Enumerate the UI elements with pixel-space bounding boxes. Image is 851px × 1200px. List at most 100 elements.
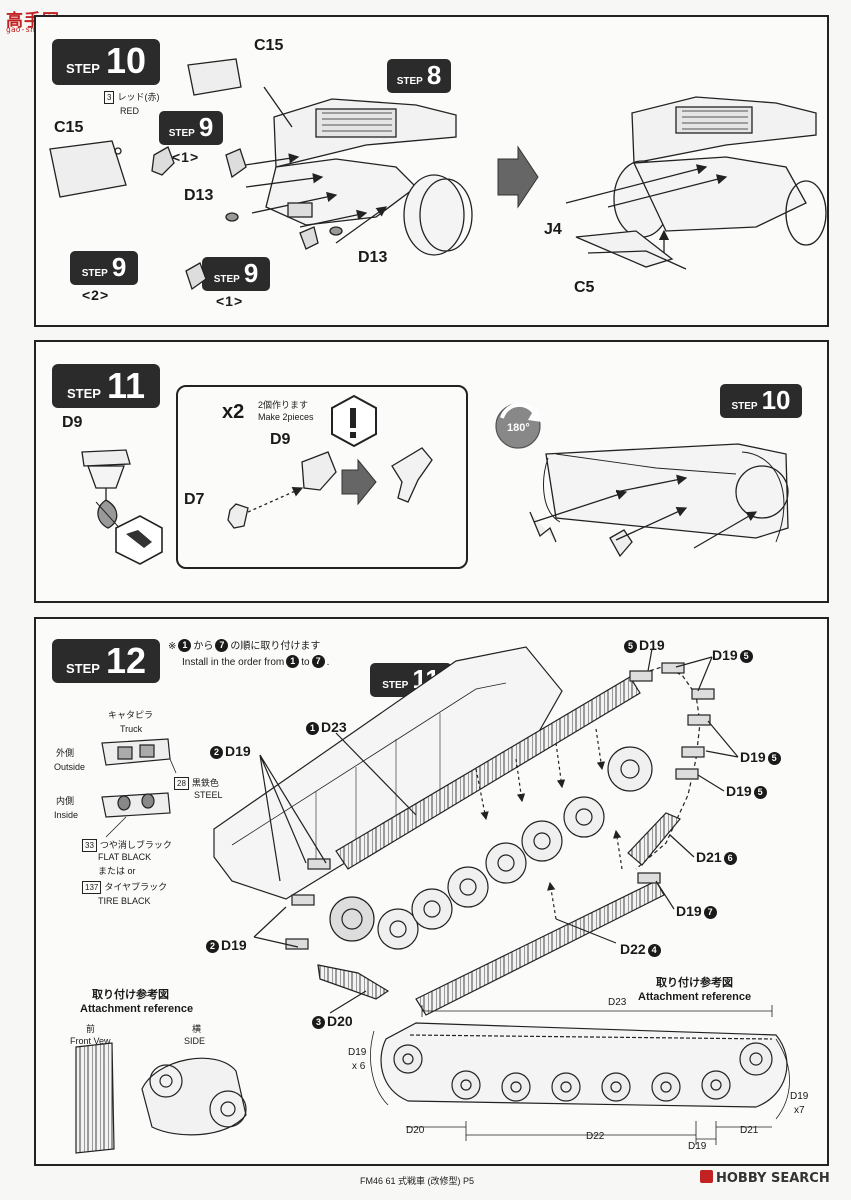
step-number: 12 [105,640,146,681]
page-footer: FM46 61 式戦車 (改修型) P5 [360,1176,475,1186]
part-code: D19 [639,637,665,653]
step-word: STEP [213,274,240,285]
order-num: 5 [767,752,781,765]
outside-ja: 外側 [56,748,75,758]
rotate-180-icon [495,402,542,449]
order-num: 5 [624,640,637,653]
part-d13-b: D13 [358,249,388,266]
paint-137-en: TIRE BLACK [98,896,151,906]
front-ja: 前 [86,1024,96,1034]
order-num: 7 [703,906,717,919]
part-code: D19 [712,647,738,663]
dim-d19-bottom: D19 [688,1141,707,1152]
step-number: 11 [106,365,146,406]
ref-left-ja: 取り付け参考図 [92,989,169,1001]
step-9-sub-c: <1> [216,293,244,309]
transition-arrow [341,458,377,506]
order-num: 1 [306,722,319,735]
order-num: 7 [311,655,325,668]
paint-or: または or [98,865,136,877]
brand-logo-icon [700,1170,713,1183]
ref-right-ja: 取り付け参考図 [656,977,733,989]
order-text: Install in the order from [182,657,285,668]
part-code: D21 [696,849,722,865]
order-num: 6 [723,852,737,865]
part-code: D19 [676,903,702,919]
paint-code: 3 [104,91,115,104]
part-j4: J4 [544,221,562,238]
paint-28-en: STEEL [194,790,223,800]
front-en: Front Vew [70,1036,111,1046]
side-en: SIDE [184,1036,206,1046]
step-9-sub-a: <1> [172,149,200,165]
step-12-illustration [75,646,790,1154]
side-ja: 横 [192,1024,202,1034]
order-num: 7 [215,639,229,652]
step-10-illustration [49,58,827,291]
step-12-badge: STEP 12 [52,639,160,683]
outside-en: Outside [54,762,86,772]
order-text: to [301,657,310,668]
part-d7: D7 [184,491,205,508]
dim-d19-left: D19 [348,1047,367,1058]
paint-33-en: FLAT BLACK [98,852,152,862]
step-word: STEP [731,401,758,412]
paint-name-ja: タイヤブラック [104,882,168,892]
step-word: STEP [396,76,423,87]
ref-right-en: Attachment reference [638,991,752,1003]
order-num: 2 [210,746,223,759]
part-c15-top: C15 [254,37,284,54]
order-num: 2 [206,940,219,953]
paint-code: 137 [82,881,102,894]
paint-name-ja: レッド(赤) [117,92,160,102]
step-word: STEP [168,128,195,139]
part-c15-left: C15 [54,119,84,136]
part-code: D19 [221,937,247,953]
step-10-badge: STEP 10 [52,39,160,85]
step-11-illustration [81,394,789,565]
paint-code: 33 [82,839,97,852]
paint-name-ja: 黒鉄色 [191,778,219,788]
quantity-note-en: Make 2pieces [258,412,314,422]
order-num: 1 [178,639,192,652]
order-num: 5 [739,650,753,663]
order-num: 3 [312,1016,325,1029]
or-ja: または [98,866,126,876]
part-d9-box: D9 [270,431,291,448]
step-number: 9 [111,252,127,282]
step-11-badge: STEP 11 [52,364,160,408]
step-9-ref-badge-c: STEP 9 [202,257,270,291]
track-label-ja: キャタピラ [108,710,154,720]
quantity-label: x2 [222,401,245,423]
part-code: D22 [620,941,646,957]
paint-name-en: RED [120,106,140,116]
step-9-ref-badge-b: STEP 9 [70,251,138,285]
dim-x7: x7 [794,1105,805,1116]
quantity-note-ja: 2個作ります [258,400,309,410]
part-d9-left: D9 [62,414,83,431]
dim-d20: D20 [406,1125,425,1136]
step-word: STEP [65,661,100,676]
step-word: STEP [382,680,409,691]
note-mark: ※ [168,641,177,652]
paint-code: 28 [174,777,189,790]
step-number: 10 [761,385,791,415]
step-8-ref-badge: STEP 8 [387,59,451,93]
part-code: D19 [726,783,752,799]
step-10-ref-badge: STEP 10 [720,384,802,418]
step-number: 10 [105,40,146,81]
paint-name-ja: つや消しブラック [99,840,172,850]
dim-d22: D22 [586,1131,605,1142]
order-text: から [193,641,214,652]
